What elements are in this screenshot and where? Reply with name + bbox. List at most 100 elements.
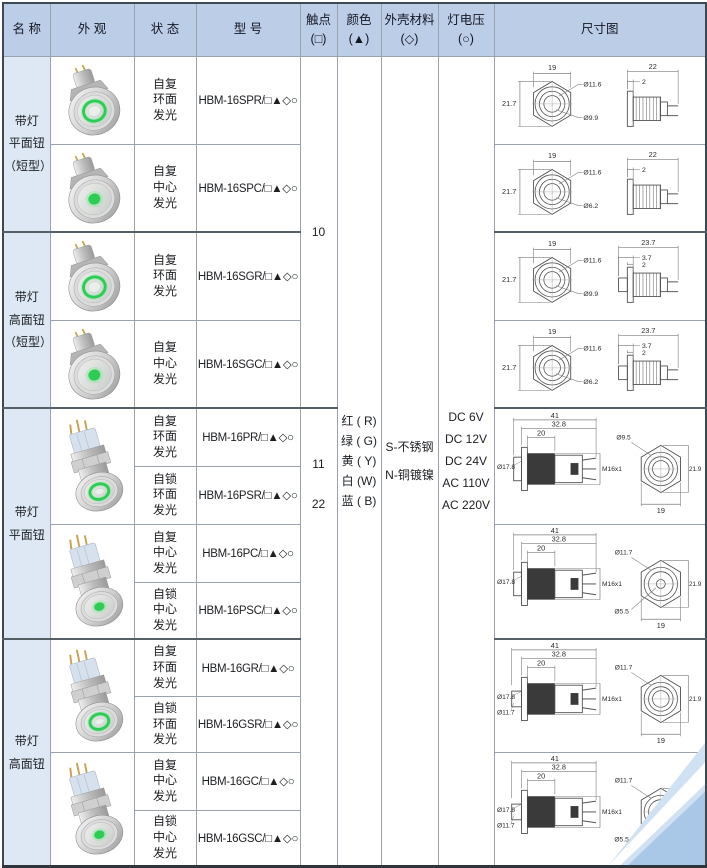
color-options-cell: 红 ( R) 绿 ( G) 黄 ( Y) 白 (W) 蓝 ( B)	[336, 55, 382, 867]
product-photo	[51, 234, 133, 318]
product-photo-cell	[49, 231, 135, 321]
svg-text:41: 41	[551, 526, 559, 535]
voltage-option: DC 6V	[448, 409, 484, 424]
svg-text:21.9: 21.9	[689, 809, 702, 816]
group-name-high-short: 带灯 高面钮 （短型）	[2, 231, 51, 409]
color-option: 黄 ( Y)	[341, 453, 377, 468]
model-cell: HBM-16GR/□▲◇○	[195, 637, 301, 697]
svg-text:Ø5.5: Ø5.5	[614, 609, 629, 616]
svg-text:Ø11.7: Ø11.7	[614, 665, 632, 672]
voltage-option: DC 24V	[444, 453, 488, 468]
svg-text:41: 41	[551, 641, 559, 650]
svg-text:Ø11.6: Ø11.6	[583, 258, 601, 265]
svg-text:3.7: 3.7	[642, 255, 652, 262]
state-cell: 自复 环面 发光	[133, 55, 197, 145]
group-name-flat-short: 带灯 平面钮 （短型）	[2, 55, 51, 233]
color-option: 蓝 ( B)	[341, 493, 377, 508]
svg-text:19: 19	[548, 327, 556, 336]
svg-text:M16x1: M16x1	[602, 696, 622, 703]
voltage-label: 灯电压	[447, 13, 485, 27]
material-option: S-不锈钢	[385, 439, 434, 454]
svg-text:21.9: 21.9	[689, 581, 702, 588]
contacts-values: 11 22	[301, 410, 336, 511]
svg-text:Ø11.7: Ø11.7	[497, 710, 515, 717]
svg-text:Ø17.8: Ø17.8	[497, 579, 515, 586]
state-cell: 自复 中心 发光	[133, 319, 197, 409]
svg-text:32.8: 32.8	[551, 420, 565, 429]
product-photo	[51, 412, 133, 520]
table-row: 自锁 中心 发光 HBM-16PSC/□▲◇○	[3, 581, 706, 640]
color-label: 颜色	[346, 13, 372, 27]
svg-text:19: 19	[548, 239, 556, 248]
col-header-color: 颜色 (▲)	[336, 2, 382, 57]
state-cell: 自复 环面 发光	[133, 407, 197, 467]
col-header-material: 外壳材料(◇)	[380, 2, 439, 57]
voltage-option: AC 110V	[442, 475, 490, 490]
svg-text:2: 2	[642, 262, 646, 269]
col-header-dimension: 尺寸图	[493, 2, 707, 57]
table-row: 自锁 环面 发光 HBM-16GSR/□▲◇○	[3, 695, 706, 754]
state-cell: 自复 环面 发光	[133, 637, 197, 697]
svg-text:21.7: 21.7	[502, 275, 516, 284]
col-header-contacts: 触点(□)	[299, 2, 338, 57]
svg-text:23.7: 23.7	[641, 326, 655, 335]
product-photo	[51, 58, 133, 142]
svg-text:23.7: 23.7	[641, 238, 655, 247]
model-cell: HBM-16GSC/□▲◇○	[195, 809, 301, 867]
svg-text:22: 22	[648, 62, 656, 71]
product-photo-cell	[49, 143, 135, 233]
group-name-high: 带灯 高面钮	[2, 638, 51, 867]
col-header-name: 名 称	[2, 2, 51, 57]
contacts-value: 10	[311, 224, 326, 239]
svg-text:20: 20	[537, 659, 545, 668]
col-header-name-label: 名 称	[12, 22, 41, 37]
model-cell: HBM-16PSR/□▲◇○	[195, 465, 301, 525]
state-cell: 自复 中心 发光	[133, 752, 197, 811]
state-cell: 自锁 环面 发光	[133, 465, 197, 525]
svg-text:2: 2	[642, 79, 646, 86]
state-cell: 自复 环面 发光	[133, 231, 197, 321]
svg-text:Ø9.9: Ø9.9	[583, 115, 598, 122]
contacts-label: 触点	[305, 13, 331, 27]
state-cell: 自锁 环面 发光	[133, 695, 197, 754]
svg-text:21.9: 21.9	[689, 466, 702, 473]
color-symbol: (▲)	[348, 31, 370, 46]
svg-text:32.8: 32.8	[551, 535, 565, 544]
svg-text:M16x1: M16x1	[602, 809, 622, 816]
voltage-option: AC 220V	[441, 497, 491, 512]
product-photo-cell	[49, 752, 135, 867]
svg-text:32.8: 32.8	[551, 650, 565, 659]
svg-text:M16x1: M16x1	[602, 581, 622, 588]
model-cell: HBM-16PR/□▲◇○	[195, 407, 301, 467]
product-photo	[51, 322, 133, 406]
group-name-flat: 带灯 平面钮	[2, 407, 51, 640]
model-cell: HBM-16GC/□▲◇○	[195, 752, 301, 811]
svg-text:21.9: 21.9	[689, 696, 702, 703]
svg-text:Ø17.8: Ø17.8	[497, 694, 515, 701]
voltage-options-cell: DC 6V DC 12V DC 24V AC 110V AC 220V	[437, 55, 495, 867]
svg-text:2: 2	[642, 167, 646, 174]
svg-text:20: 20	[537, 772, 545, 781]
col-header-state-label: 状 态	[150, 22, 180, 37]
svg-text:41: 41	[551, 411, 559, 420]
model-cell: HBM-16GSR/□▲◇○	[195, 695, 301, 754]
voltage-options: DC 6V DC 12V DC 24V AC 110V AC 220V	[439, 406, 493, 516]
color-options: 红 ( R) 绿 ( G) 黄 ( Y) 白 (W) 蓝 ( B)	[338, 411, 380, 511]
material-label: 外壳材料	[384, 13, 435, 27]
model-cell: HBM-16PSC/□▲◇○	[195, 581, 301, 640]
color-option: 绿 ( G)	[341, 433, 377, 448]
